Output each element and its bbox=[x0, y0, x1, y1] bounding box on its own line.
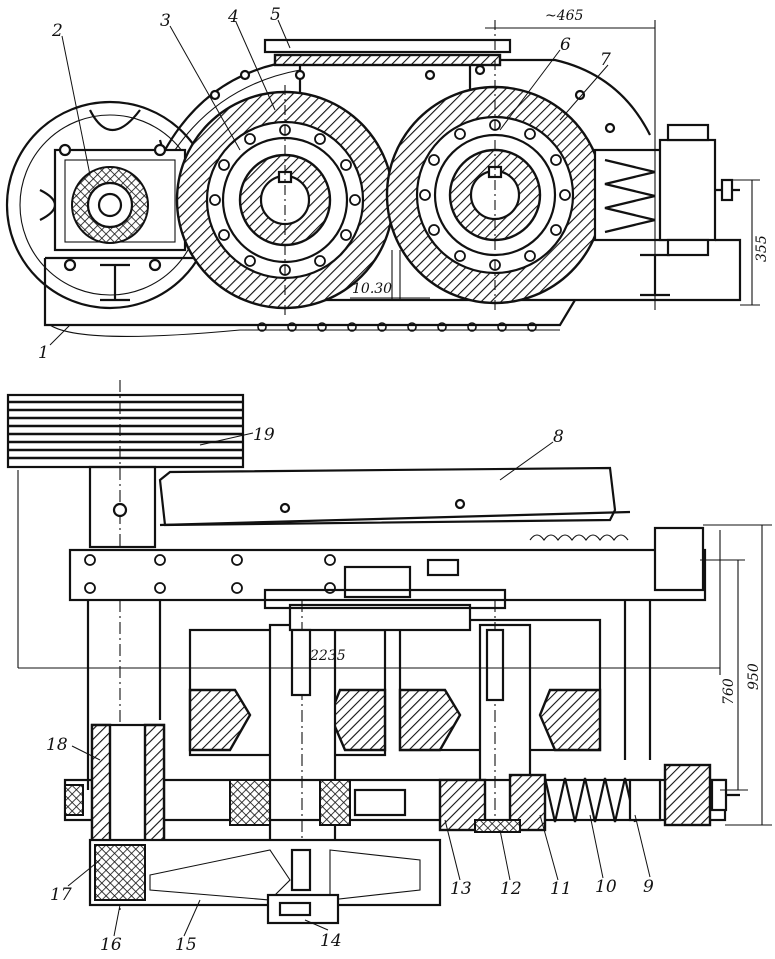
callout-17: 17 bbox=[50, 885, 72, 905]
callout-13: 13 bbox=[450, 879, 472, 899]
callout-16: 16 bbox=[100, 935, 122, 955]
callout-1: 1 bbox=[38, 343, 49, 363]
callout-3: 3 bbox=[160, 11, 171, 31]
frame-beam bbox=[68, 526, 707, 602]
lower-shaft bbox=[63, 773, 727, 833]
callout-4: 4 bbox=[227, 7, 239, 27]
callout-10: 10 bbox=[595, 877, 617, 897]
dim-gap: 10.30 bbox=[352, 281, 392, 297]
callout-11: 11 bbox=[550, 879, 572, 899]
plan-section-view bbox=[6, 380, 772, 925]
callout-5: 5 bbox=[270, 5, 281, 25]
side-elevation-view bbox=[5, 20, 760, 337]
dimension-lines-top bbox=[350, 20, 760, 310]
callout-15: 15 bbox=[175, 935, 197, 955]
callout-8: 8 bbox=[553, 427, 564, 447]
callout-7: 7 bbox=[600, 50, 611, 70]
right-roll-bolts bbox=[419, 119, 571, 271]
callout-19: 19 bbox=[253, 425, 275, 445]
callout-2: 2 bbox=[51, 21, 63, 41]
dim-bottom-height-inner: 760 bbox=[721, 678, 737, 705]
gear-housing bbox=[53, 143, 187, 272]
roll-sections bbox=[188, 588, 602, 917]
callout-9: 9 bbox=[643, 877, 654, 897]
dimension-lines-bottom bbox=[17, 470, 772, 826]
feed-hopper bbox=[158, 466, 631, 527]
callout-6: 6 bbox=[560, 35, 571, 55]
dimension-labels: ~465 355 10.30 2235 760 950 bbox=[309, 8, 770, 705]
callout-18: 18 bbox=[46, 735, 68, 755]
spring-assembly-top bbox=[593, 123, 740, 257]
dim-bottom-height-outer: 950 bbox=[746, 663, 762, 690]
drive-housing bbox=[88, 723, 442, 925]
dim-bottom-width: 2235 bbox=[309, 648, 346, 664]
left-roll bbox=[175, 85, 395, 315]
spring-assembly-bottom bbox=[543, 763, 740, 827]
dim-top-width: ~465 bbox=[545, 8, 584, 24]
callout-leaders bbox=[49, 19, 651, 937]
dim-top-height: 355 bbox=[754, 235, 770, 262]
callout-12: 12 bbox=[500, 879, 522, 899]
left-roll-bolts bbox=[209, 124, 361, 276]
callout-14: 14 bbox=[320, 931, 342, 951]
v-belt-pulley bbox=[6, 380, 245, 910]
side-rods bbox=[86, 600, 652, 790]
rivet-row bbox=[257, 322, 537, 332]
callout-numbers: 1 2 3 4 5 6 7 8 9 10 11 12 13 14 15 16 1… bbox=[38, 5, 654, 955]
top-cover-plate bbox=[263, 38, 512, 130]
